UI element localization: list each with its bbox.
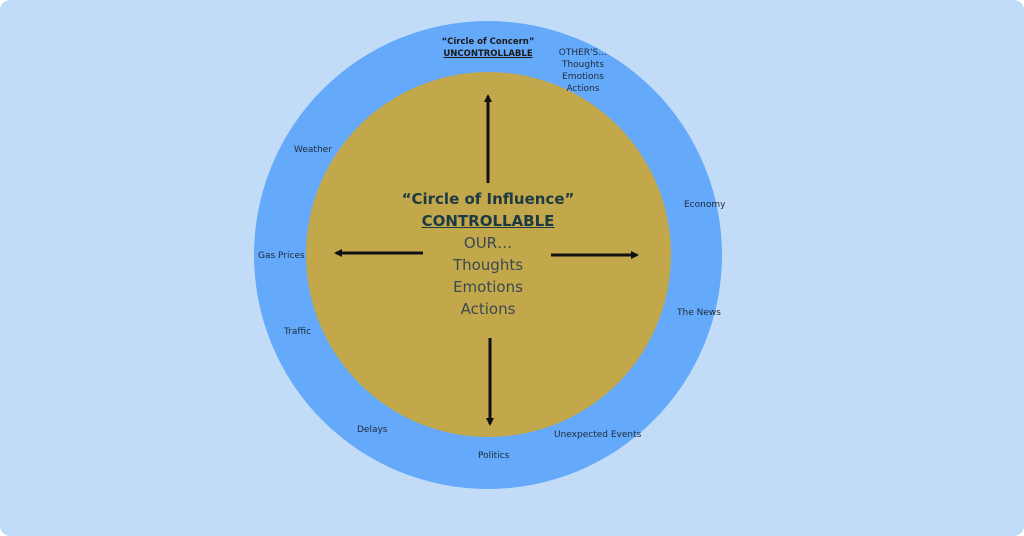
others-item-thoughts: Thoughts	[561, 60, 605, 70]
ours-item-emotions: Emotions	[453, 278, 523, 296]
others-heading: OTHER'S…	[558, 48, 608, 58]
label-delays: Delays	[357, 425, 388, 435]
circle-of-concern-title: “Circle of Concern” UNCONTROLLABLE	[432, 36, 544, 60]
label-traffic: Traffic	[284, 327, 312, 337]
concern-title-text: “Circle of Concern”	[441, 37, 535, 47]
others-item-emotions: Emotions	[562, 72, 604, 82]
others-item-actions: Actions	[566, 84, 600, 94]
label-unexpected-events: Unexpected Events	[554, 430, 642, 440]
concern-subtitle-text: UNCONTROLLABLE	[443, 49, 533, 59]
label-the-news: The News	[677, 308, 721, 318]
label-weather: Weather	[294, 145, 332, 155]
label-politics: Politics	[478, 451, 510, 461]
others-list: OTHER'S… Thoughts Emotions Actions	[548, 47, 618, 95]
ours-item-actions: Actions	[460, 300, 516, 318]
influence-title: “Circle of Influence”	[401, 190, 575, 208]
ours-item-thoughts: Thoughts	[452, 256, 524, 274]
influence-subtitle: CONTROLLABLE	[421, 212, 555, 230]
label-economy: Economy	[684, 200, 726, 210]
ours-heading: OUR…	[463, 234, 513, 252]
label-gas-prices: Gas Prices	[258, 251, 305, 261]
circle-of-influence-text: “Circle of Influence” CONTROLLABLE OUR… …	[368, 188, 608, 320]
